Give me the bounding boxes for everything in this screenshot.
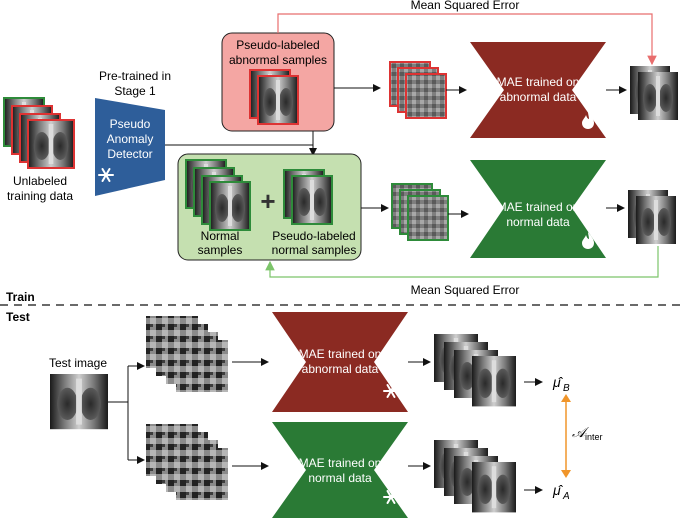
pseudo-normal-images <box>283 169 333 225</box>
pseudo-anomaly-detector <box>95 98 165 196</box>
pseudo-normal-label-2: normal samples <box>272 243 357 257</box>
test-image-label: Test image <box>49 356 107 370</box>
mse-loop-normal <box>265 246 659 278</box>
recon-abnormal-test <box>434 334 516 407</box>
train-heading: Train <box>6 290 35 304</box>
pseudo-normal-label: Pseudo-labeled <box>272 229 355 243</box>
mae-normal-test <box>272 422 408 518</box>
pretrained-label-2: Stage 1 <box>114 84 156 98</box>
mae-abnormal-train-label: MAE trained on <box>497 75 580 89</box>
test-image <box>50 374 108 430</box>
detector-label-3: Detector <box>107 147 152 161</box>
normal-samples-label: Normal <box>201 229 240 243</box>
normal-samples-stack <box>185 159 251 231</box>
recon-abnormal-train <box>630 66 678 120</box>
mse-loop-abnormal <box>277 13 657 66</box>
unlabeled-label: Unlabeled <box>13 174 67 188</box>
a-inter-subscript: inter <box>585 432 603 442</box>
pseudo-abnormal-label: Pseudo-labeled <box>236 38 319 52</box>
a-inter-label: 𝒜 <box>572 424 589 440</box>
mu-b-label: μ̂ <box>552 374 564 390</box>
masked-test-bottom <box>146 424 228 500</box>
test-heading: Test <box>6 310 30 324</box>
mae-normal-train-label-2: normal data <box>506 215 570 229</box>
plus-sign: + <box>260 186 275 216</box>
unlabeled-label-2: training data <box>7 189 73 203</box>
mae-abnormal-test-label: MAE trained on <box>299 347 382 361</box>
mae-abnormal-test <box>272 312 408 412</box>
mae-normal-train-label: MAE trained on <box>497 200 580 214</box>
snowflake-icon <box>383 384 399 398</box>
detector-label: Pseudo <box>110 117 151 131</box>
mu-a-subscript: A <box>562 491 570 502</box>
snowflake-icon <box>98 168 114 182</box>
fire-icon <box>582 232 594 249</box>
mae-abnormal-test-label-2: abnormal data <box>302 362 379 376</box>
masked-normal-stack <box>391 183 449 241</box>
mae-normal-train <box>470 160 606 258</box>
normal-samples-label-2: samples <box>198 243 243 257</box>
recon-normal-test <box>434 440 516 513</box>
fire-icon <box>582 112 594 129</box>
mse-top-label: Mean Squared Error <box>411 0 520 12</box>
mu-a-label: μ̂ <box>552 482 564 498</box>
mae-abnormal-train <box>470 42 606 138</box>
masked-test-top <box>146 316 228 392</box>
pretrained-label: Pre-trained in <box>99 69 171 83</box>
mu-b-subscript: B <box>563 383 570 394</box>
pseudo-abnormal-images <box>249 69 299 125</box>
masked-abnormal-stack <box>389 61 447 119</box>
mae-abnormal-train-label-2: abnormal data <box>500 90 577 104</box>
pseudo-abnormal-label-2: abnormal samples <box>229 53 327 67</box>
detector-label-2: Anomaly <box>107 132 154 146</box>
unlabeled-data-stack <box>3 97 75 169</box>
mse-bottom-label: Mean Squared Error <box>411 283 520 297</box>
mae-normal-test-label-2: normal data <box>308 471 372 485</box>
mae-normal-test-label: MAE trained on <box>299 456 382 470</box>
snowflake-icon <box>383 490 399 504</box>
recon-normal-train <box>628 190 676 244</box>
